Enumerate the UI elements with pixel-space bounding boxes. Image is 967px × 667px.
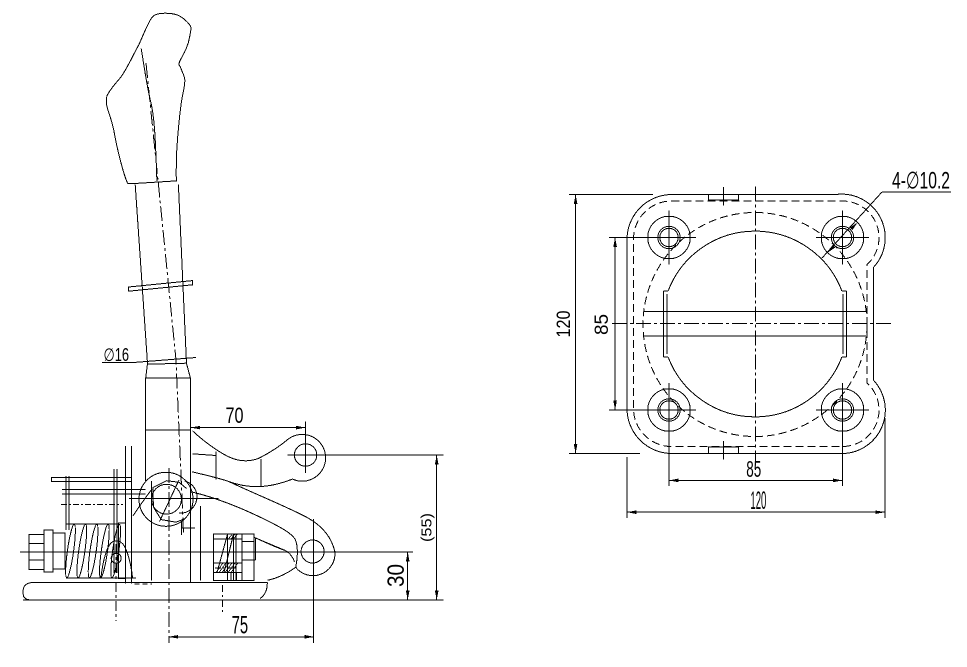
svg-text:4-∅10.2: 4-∅10.2 [892, 168, 950, 195]
svg-text:85: 85 [746, 456, 761, 482]
svg-text:85: 85 [592, 314, 613, 335]
svg-text:30: 30 [383, 564, 410, 587]
svg-text:(55): (55) [419, 513, 436, 542]
svg-text:∅16: ∅16 [104, 345, 130, 365]
svg-text:70: 70 [226, 403, 244, 428]
svg-text:120: 120 [554, 311, 575, 338]
svg-text:120: 120 [750, 487, 766, 515]
svg-text:75: 75 [232, 612, 249, 640]
